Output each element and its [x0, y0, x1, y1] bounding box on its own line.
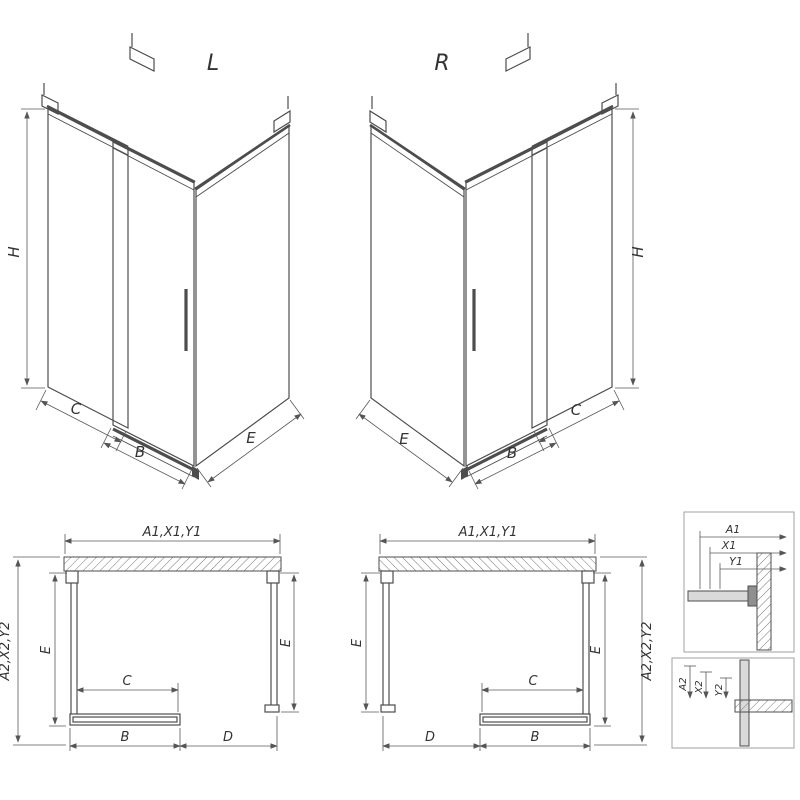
plan-view-geometry	[13, 534, 299, 751]
dim-label-b-left: B	[135, 443, 145, 461]
plan-view-geometry-mirrored	[361, 534, 647, 751]
sliding-door	[112, 141, 195, 467]
fixed-panel	[47, 107, 129, 429]
return-panel-top-rail-inner	[195, 132, 290, 198]
detail-top-dim-a1: A1	[725, 523, 741, 536]
return-panel-top-rail	[194, 123, 291, 191]
left-glass-wall	[70, 583, 78, 714]
variant-label-right: R	[434, 51, 449, 76]
door-top-rail	[111, 138, 196, 184]
plan-right-dim-c: C	[528, 674, 538, 689]
dim-label-c-left: C	[71, 400, 82, 418]
variant-label-left: L	[207, 51, 219, 76]
plan-left-dim-e-right: E	[279, 638, 294, 647]
detail-top-profile-section	[747, 585, 758, 607]
top-wall-section	[63, 556, 282, 572]
detail-bottom-dim-a2: A2	[678, 677, 689, 691]
dim-e-left-extension-lines	[49, 572, 67, 727]
detail-top-glass-section	[687, 590, 758, 602]
dim-label-e-left: E	[246, 429, 256, 447]
dim-h-extension-lines	[21, 108, 45, 389]
sliding-door-plan	[69, 713, 181, 726]
dim-label-e-right: E	[399, 430, 409, 448]
detail-top-dim-x1: X1	[721, 539, 737, 552]
dim-a2-extension-lines	[13, 556, 66, 746]
plan-left-labels: A1,X1,Y1 A2,X2,Y2 E E C B D	[0, 525, 294, 745]
plan-left-dim-width-top: A1,X1,Y1	[142, 525, 202, 540]
iso-enclosure-geometry-mirrored	[356, 33, 639, 489]
plan-right-dim-depth-side: A2,X2,Y2	[640, 622, 655, 682]
dim-e-extension-lines	[196, 399, 305, 488]
dim-label-b-right: B	[507, 444, 517, 462]
detail-bottom-dim-y2: Y2	[714, 684, 725, 696]
door-top-rail-inner	[112, 147, 195, 191]
wall-profile-right	[266, 570, 280, 584]
plan-right-dim-width-top: A1,X1,Y1	[458, 525, 518, 540]
top-right-bracket	[273, 109, 291, 134]
plan-left-dim-d: D	[223, 730, 233, 745]
plan-right-dim-b: B	[531, 730, 540, 745]
plan-left-dim-depth-side: A2,X2,Y2	[0, 622, 13, 682]
sliding-door-plan-inner	[72, 716, 178, 723]
right-glass-wall	[270, 583, 278, 705]
wall-profile-left	[65, 570, 79, 584]
iso-right-labels: R H E B C	[399, 51, 647, 462]
corner-foot-profile	[192, 466, 199, 480]
door-bottom-rail-inner	[112, 435, 195, 478]
dim-label-h-left: H	[5, 246, 23, 257]
detail-top-dim-y1: Y1	[729, 555, 743, 568]
detail-view-bottom: A2 X2 Y2	[671, 657, 795, 749]
plan-right-dim-d: D	[425, 730, 435, 745]
plan-left-dim-b: B	[121, 730, 130, 745]
dim-e-right-extension-lines	[280, 572, 299, 713]
fixed-panel-top-rail-inner	[47, 113, 129, 156]
dim-e-line	[207, 413, 302, 483]
top-center-bracket	[129, 46, 155, 72]
iso-left-labels: L H C B E	[5, 51, 256, 461]
door-bottom-rail	[112, 427, 195, 472]
return-panel	[195, 124, 290, 468]
detail-bottom-dim-x2: X2	[694, 680, 705, 694]
dim-b-extension-lines	[100, 427, 193, 490]
right-wall-foot	[264, 704, 280, 713]
plan-left-dim-e-left: E	[39, 645, 54, 654]
dim-a1-extension-lines	[64, 534, 281, 554]
detail-bottom-frame	[671, 657, 795, 749]
iso-enclosure-geometry	[21, 33, 305, 490]
detail-top-wall-section	[756, 552, 772, 651]
detail-bottom-profile-section	[734, 699, 793, 713]
top-left-bracket	[41, 94, 59, 115]
detail-top-frame	[683, 511, 795, 653]
dim-b-line	[103, 442, 186, 485]
plan-right-labels: A1,X1,Y1 A2,X2,Y2 E E C B D	[350, 525, 655, 745]
plan-right-dim-e-left: E	[350, 638, 365, 647]
dim-label-h-right: H	[629, 246, 647, 257]
dim-label-c-right: C	[571, 401, 582, 419]
plan-left-dim-c: C	[122, 674, 132, 689]
detail-view-top: A1 X1 Y1	[683, 511, 795, 653]
plan-right-dim-e-right: E	[589, 645, 604, 654]
